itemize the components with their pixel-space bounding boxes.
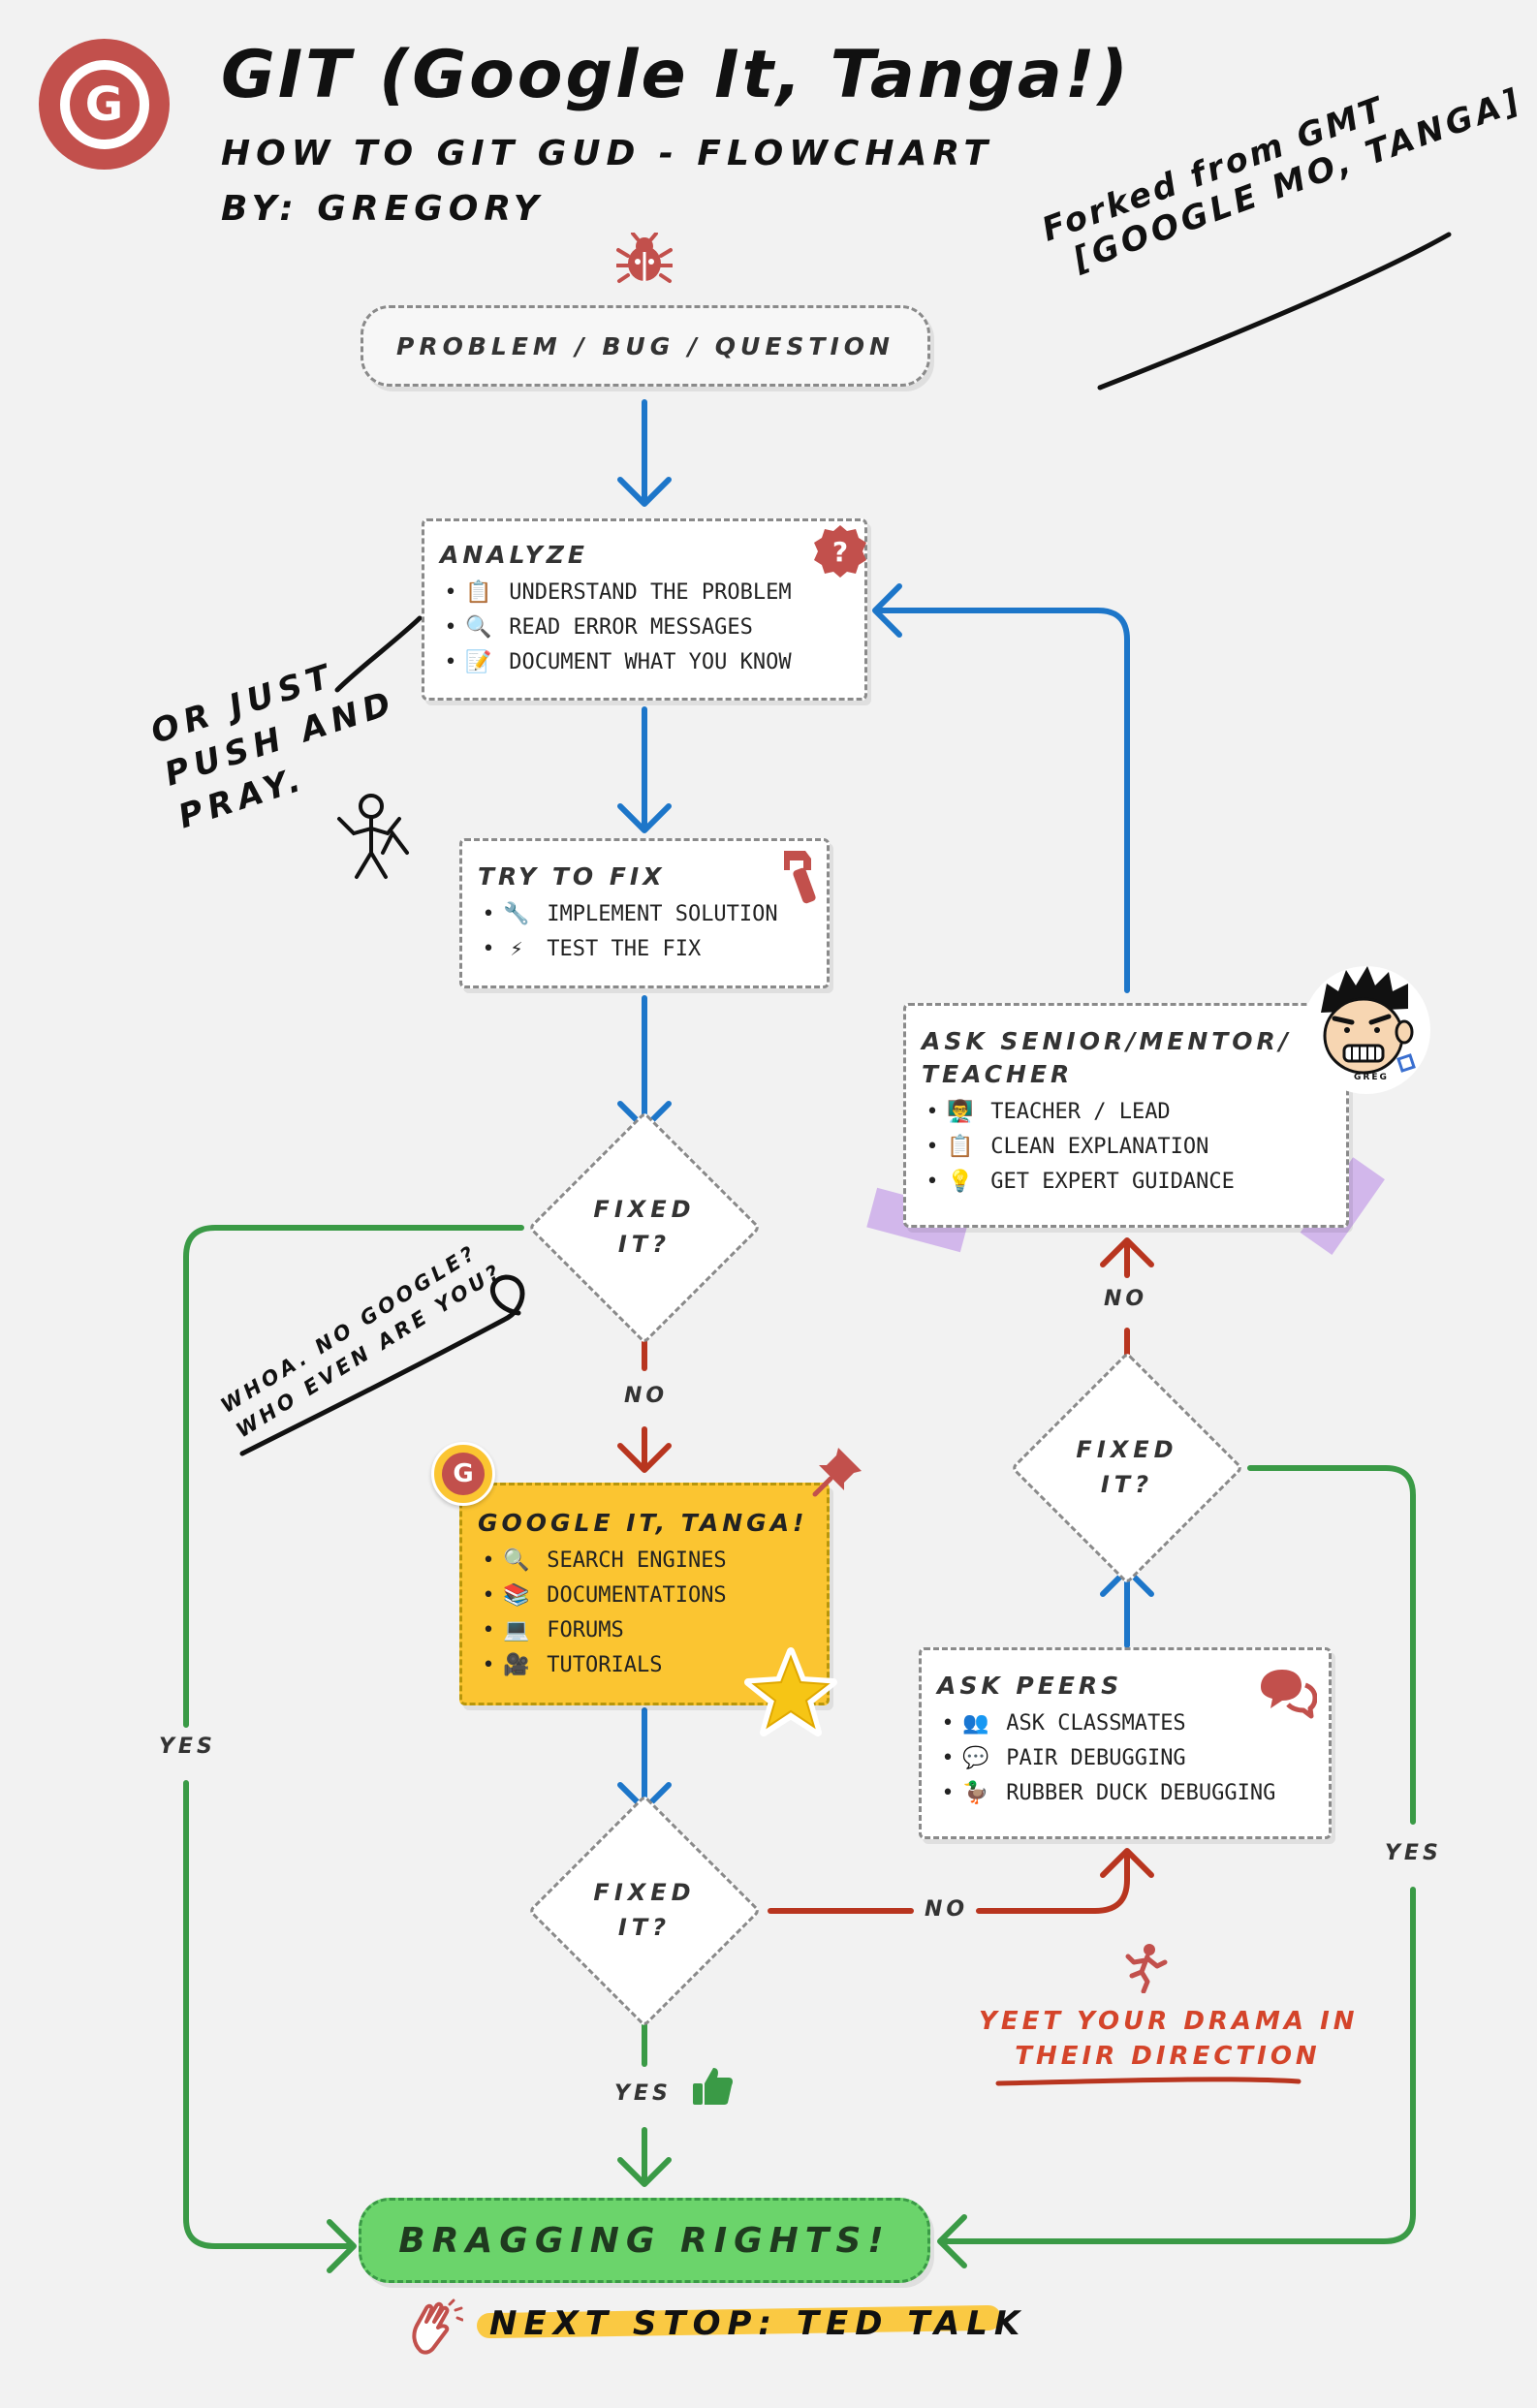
arrow-fixed3-yes [937,1465,1416,2268]
analyze-title: ANALYZE [440,541,588,569]
question-badge-icon: ? [812,523,868,579]
clapping-hands-icon [407,2299,464,2355]
avatar-sticker: GREG [1294,954,1439,1100]
header-logo: G [39,39,170,170]
footer-label: NEXT STOP: TED TALK [489,2304,1027,2343]
yeet-note-line2: THEIR DIRECTION [1015,2042,1321,2071]
arrow-fixed1-yes [183,1225,524,2273]
analyze-list: •📋 UNDERSTAND THE PROBLEM •🔍 READ ERROR … [440,576,849,680]
list-item: •📝 DOCUMENT WHAT YOU KNOW [444,650,792,674]
list-item: •🔧 IMPLEMENT SOLUTION [482,902,778,926]
whoa-note-line [239,1274,525,1456]
push-note-line [334,615,423,693]
list-item: •👥 ASK CLASSMATES [941,1711,1186,1736]
try-fix-box[interactable]: TRY TO FIX •🔧 IMPLEMENT SOLUTION •⚡ TEST… [459,838,830,988]
google-it-box[interactable]: GOOGLE IT, TANGA! •🔍 SEARCH ENGINES •📚 D… [459,1483,830,1705]
bug-icon [615,232,674,285]
start-node[interactable]: PROBLEM / BUG / QUESTION [361,305,930,387]
arrow-fixed2-no [768,1848,1154,1914]
ask-peers-box[interactable]: ASK PEERS •👥 ASK CLASSMATES •💬 PAIR DEBU… [919,1647,1332,1839]
analyze-box[interactable]: ANALYZE •📋 UNDERSTAND THE PROBLEM •🔍 REA… [422,518,867,701]
list-item: •📋 CLEAN EXPLANATION [925,1135,1209,1159]
logo-letter: G [84,77,124,132]
end-node-label: BRAGGING RIGHTS! [398,2220,891,2261]
fork-note-underline [1097,232,1452,391]
wrench-icon [776,847,827,907]
footer-highlight [477,2305,1001,2338]
list-item: •🎥 TUTORIALS [482,1653,663,1677]
yeet-note-line1: YEET YOUR DRAMA IN [979,2007,1359,2036]
list-item: •📚 DOCUMENTATIONS [482,1583,727,1608]
edge-label-no-2: NO [921,1897,973,1922]
list-item: •👨‍🏫 TEACHER / LEAD [925,1100,1171,1124]
edge-label-no-3: NO [1100,1287,1152,1311]
arrow-google-to-fixed2 [617,1707,672,1812]
stick-figure-icon [337,794,409,879]
list-item: •🔍 READ ERROR MESSAGES [444,615,753,640]
google-it-title: GOOGLE IT, TANGA! [478,1509,808,1537]
edge-label-yes-right: YES [1381,1841,1446,1865]
list-item: •💬 PAIR DEBUGGING [941,1746,1186,1770]
edge-label-yes-2: YES [611,2081,675,2106]
list-item: •💡 GET EXPERT GUIDANCE [925,1170,1235,1194]
edge-label-no-1: NO [620,1384,673,1408]
star-sticker-icon [744,1647,837,1740]
svg-text:?: ? [832,536,848,568]
yeet-note: YEET YOUR DRAMA IN THEIR DIRECTION [979,2004,1357,2074]
google-badge-icon: G [431,1442,495,1506]
ask-senior-list: •👨‍🏫 TEACHER / LEAD •📋 CLEAN EXPLANATION… [922,1095,1331,1200]
try-fix-title: TRY TO FIX [478,862,666,891]
chat-bubbles-icon [1257,1666,1318,1720]
page-title: GIT (Google It, Tanga!) [221,37,1131,113]
avatar-label: GREG [1354,1073,1389,1082]
arrow-analyze-to-tryfix [617,706,672,833]
page-byline: BY: GREGORY [221,189,545,229]
page-subtitle: HOW TO GIT GUD - FLOWCHART [221,134,994,173]
list-item: •🦆 RUBBER DUCK DEBUGGING [941,1781,1276,1805]
arrow-start-to-analyze [617,399,672,507]
list-item: •🔍 SEARCH ENGINES [482,1548,727,1573]
arrow-senior-to-analyze [872,583,1130,993]
ask-peers-title: ASK PEERS [937,1672,1123,1700]
pushpin-icon [809,1442,867,1500]
list-item: •⚡ TEST THE FIX [482,937,702,961]
try-fix-list: •🔧 IMPLEMENT SOLUTION •⚡ TEST THE FIX [478,897,811,967]
ask-senior-title-1: ASK SENIOR/MENTOR/ [922,1027,1292,1055]
start-node-label: PROBLEM / BUG / QUESTION [396,331,894,360]
running-person-icon [1124,1943,1169,1994]
list-item: •📋 UNDERSTAND THE PROBLEM [444,580,792,605]
ask-senior-box[interactable]: ASK SENIOR/MENTOR/ TEACHER •👨‍🏫 TEACHER … [903,1003,1349,1228]
ask-senior-title-2: TEACHER [922,1060,1074,1088]
list-item: •💻 FORUMS [482,1618,624,1642]
thumbs-up-icon [690,2064,735,2109]
edge-label-yes-left: YES [155,1735,220,1759]
arrow-tryfix-to-fixed1 [617,995,672,1131]
yeet-underline [995,2077,1302,2086]
google-it-list: •🔍 SEARCH ENGINES •📚 DOCUMENTATIONS •💻 F… [478,1544,811,1683]
ask-peers-list: •👥 ASK CLASSMATES •💬 PAIR DEBUGGING •🦆 R… [937,1706,1313,1811]
end-node[interactable]: BRAGGING RIGHTS! [359,2198,930,2283]
